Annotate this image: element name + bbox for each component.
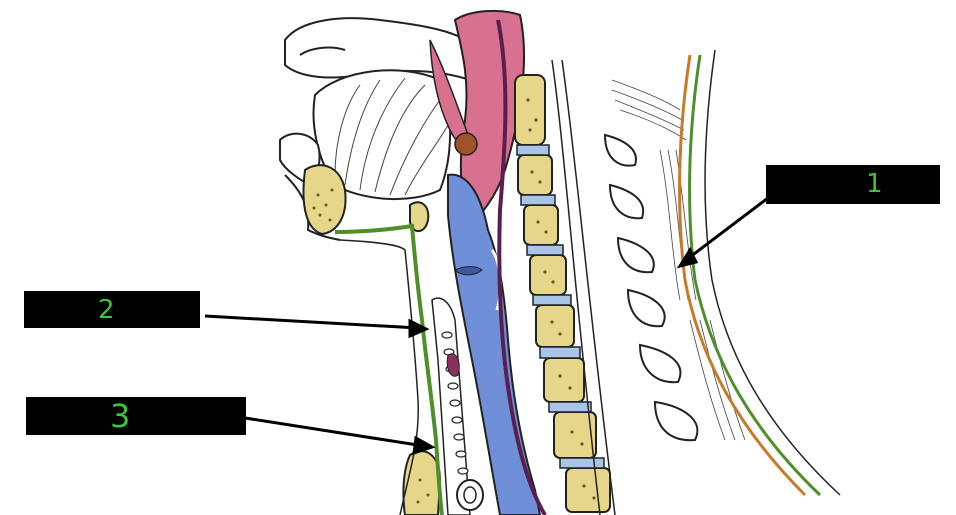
investing-fascia-orange (678, 54, 807, 497)
leader-arrows (204, 196, 769, 456)
investing-fascia-green (688, 54, 822, 497)
label-box-2[interactable]: 2 (24, 291, 200, 328)
mandible (302, 164, 347, 236)
arrow-1 (685, 196, 769, 262)
arrow-3 (244, 416, 425, 448)
prevertebral-layer (496, 19, 547, 515)
label-box-3[interactable]: 3 (26, 397, 246, 435)
skin-outline-posterior (704, 49, 841, 496)
anterior-neck-skin (339, 239, 420, 515)
spinous-processes (603, 133, 699, 442)
label-number-3: 3 (110, 397, 131, 435)
label-number-2: 2 (98, 295, 115, 325)
label-box-1[interactable]: 1 (766, 165, 940, 204)
clavicle-cross-section (456, 479, 484, 511)
label-number-1: 1 (866, 169, 883, 199)
pretracheal-fascia-green (334, 223, 444, 515)
arrow-2 (204, 314, 419, 330)
posterior-neck-muscles (611, 79, 746, 441)
cervical-vertebral-column (514, 59, 616, 515)
trachea (431, 297, 471, 515)
tonsil (454, 132, 478, 156)
pharyngeal-muscles (429, 9, 525, 227)
sternum-manubrium (402, 450, 442, 515)
